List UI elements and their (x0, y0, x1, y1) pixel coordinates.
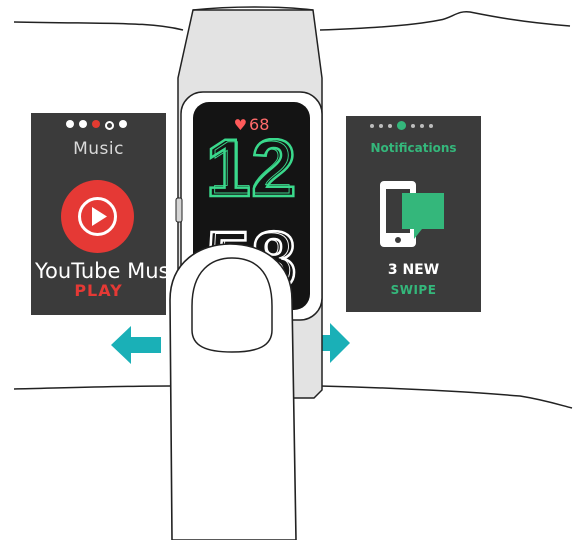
finger-icon (0, 0, 577, 540)
swipe-illustration: Music YouTube Mus PLAY Notifications (0, 0, 577, 540)
